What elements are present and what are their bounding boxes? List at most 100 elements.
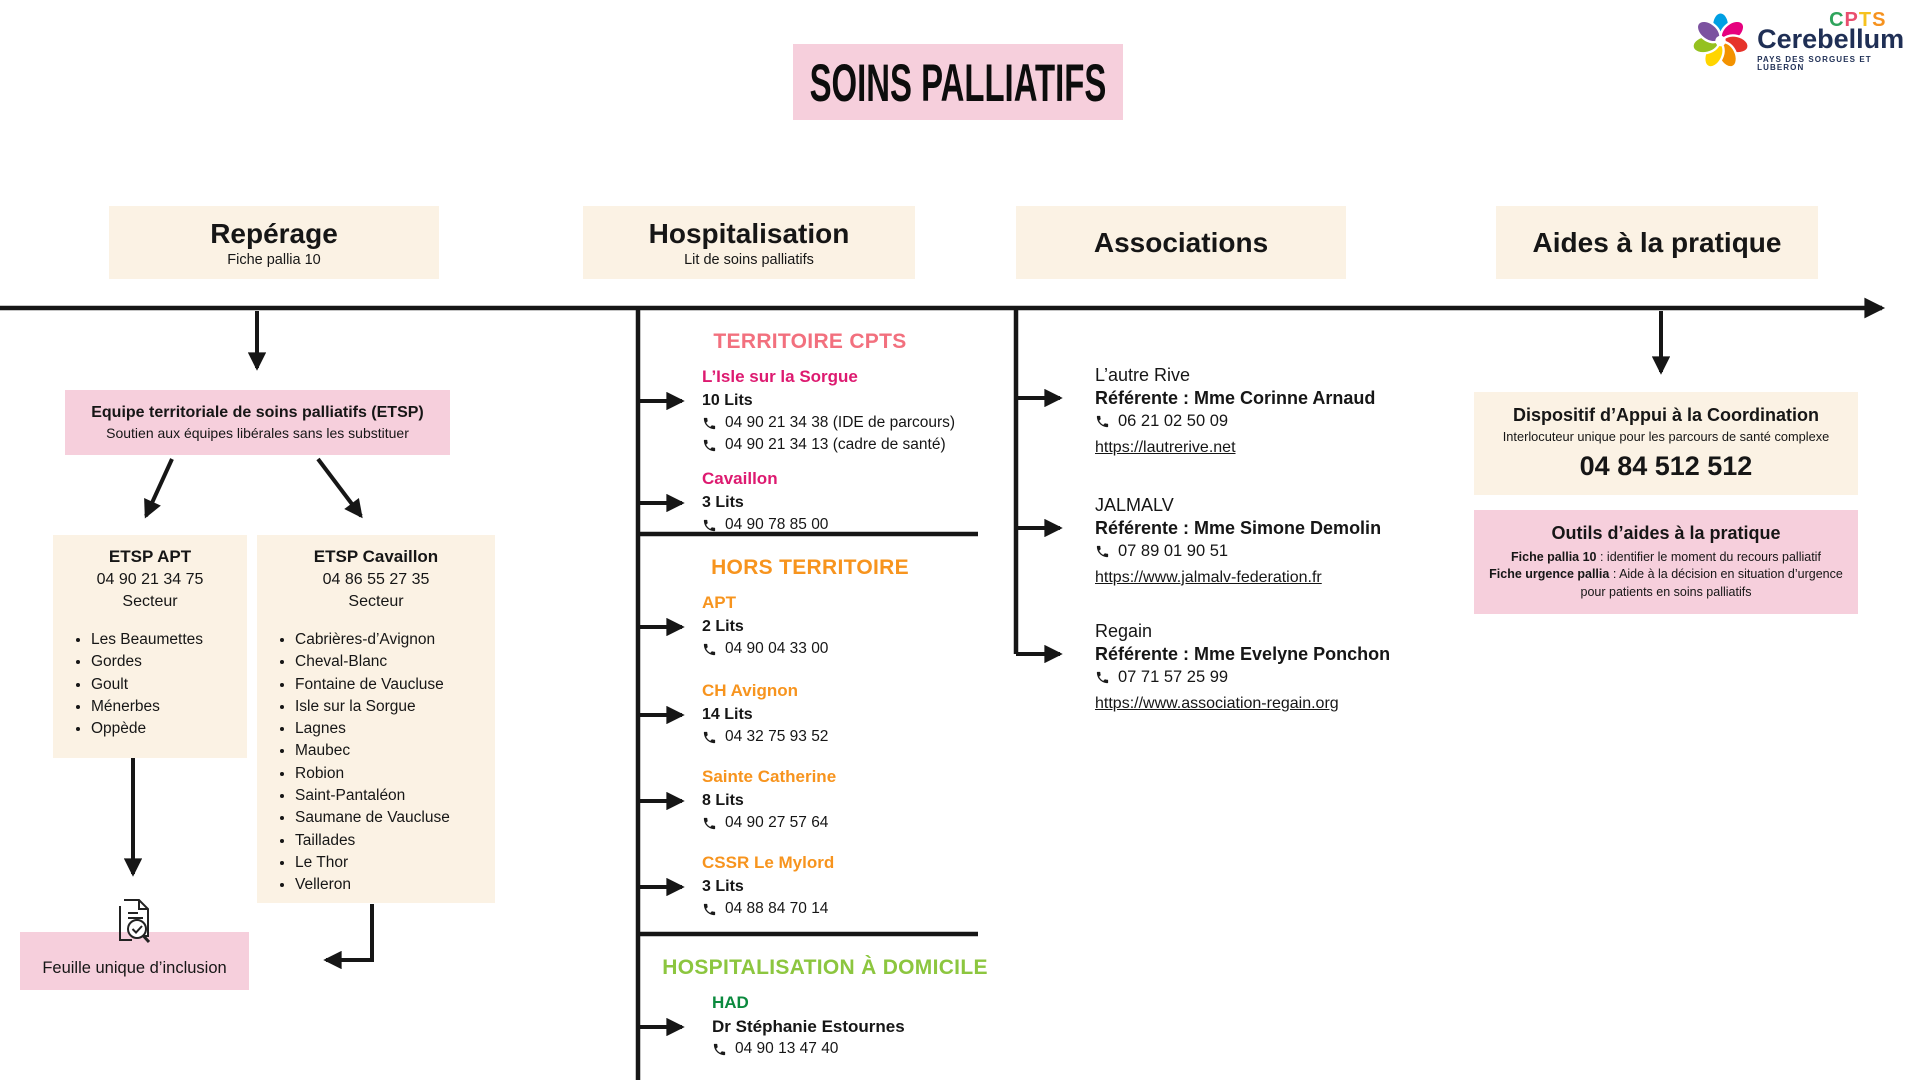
sector-item: Robion	[295, 763, 487, 785]
phone-number: 04 88 84 70 14	[725, 900, 829, 917]
association-link[interactable]: https://lautrerive.net	[1095, 439, 1236, 456]
hospital-beds: 8 Lits	[702, 792, 744, 809]
etsp-cavaillon-title: ETSP Cavaillon	[313, 547, 439, 566]
phone-row: 04 90 21 34 13 (cadre de santé)	[702, 434, 1032, 456]
sector-item: Saint-Pantaléon	[295, 785, 487, 807]
etsp-apt-title: ETSP APT	[108, 547, 192, 566]
had-doctor: Dr Stéphanie Estournes	[712, 1017, 905, 1036]
association-jalmalv: JALMALV Référente : Mme Simone Demolin 0…	[1095, 494, 1435, 589]
had-block: HAD Dr Stéphanie Estournes 04 90 13 47 4…	[712, 992, 1042, 1060]
phone-row: 04 88 84 70 14	[702, 898, 1032, 920]
phone-row: 04 32 75 93 52	[702, 726, 1032, 748]
etsp-cavaillon-box: ETSP Cavaillon 04 86 55 27 35 Secteur Ca…	[257, 535, 495, 903]
association-link[interactable]: https://www.association-regain.org	[1095, 695, 1339, 712]
hospital-name: APT	[702, 593, 736, 612]
etsp-title: Equipe territoriale de soins palliatifs …	[91, 404, 424, 421]
had-label: HAD	[712, 993, 749, 1012]
phone-number: 06 21 02 50 09	[1118, 412, 1229, 430]
phone-number: 04 90 21 34 38 (IDE de parcours)	[725, 414, 956, 431]
phone-icon	[703, 731, 716, 743]
hospital-beds: 14 Lits	[702, 706, 753, 723]
association-referent: Référente : Mme Evelyne Ponchon	[1095, 644, 1391, 664]
sector-item: Oppède	[91, 718, 239, 740]
outils-title: Outils d’aides à la pratique	[1551, 522, 1781, 543]
section-hors-territoire: HORS TERRITOIRE	[711, 556, 909, 579]
association-referent: Référente : Mme Simone Demolin	[1095, 518, 1382, 538]
phone-icon	[703, 439, 716, 451]
phone-icon	[703, 817, 716, 829]
sector-item: Maubec	[295, 740, 487, 762]
association-link[interactable]: https://www.jalmalv-federation.fr	[1095, 569, 1322, 586]
hospital-ch-avignon: CH Avignon 14 Lits 04 32 75 93 52	[702, 680, 1032, 748]
phone-number: 04 90 78 85 00	[725, 516, 829, 533]
section-hospitalisation-domicile: HOSPITALISATION À DOMICILE	[662, 956, 988, 979]
dac-phone: 04 84 512 512	[1579, 451, 1753, 481]
phone-number: 04 90 04 33 00	[725, 640, 829, 657]
feuille-unique-label: Feuille unique d’inclusion	[42, 958, 227, 977]
phone-icon	[703, 417, 716, 429]
sector-item: Ménerbes	[91, 696, 239, 718]
sector-item: Isle sur la Sorgue	[295, 696, 487, 718]
hospital-cssr-le-mylord: CSSR Le Mylord 3 Lits 04 88 84 70 14	[702, 852, 1032, 920]
logo-tagline: PAYS DES SORGUES ET LUBERON	[1757, 55, 1872, 72]
phone-icon	[1096, 415, 1109, 428]
hospital-beds: 3 Lits	[702, 878, 744, 895]
dac-box: Dispositif d’Appui à la Coordination Int…	[1474, 392, 1858, 495]
header-associations: Associations	[1016, 206, 1346, 279]
phone-number: 04 90 27 57 64	[725, 814, 829, 831]
etsp-apt-sector-list: Les Beaumettes Gordes Goult Ménerbes Opp…	[61, 629, 239, 740]
header-hospitalisation-title: Hospitalisation	[648, 217, 850, 249]
sector-item: Saumane de Vaucluse	[295, 807, 487, 829]
phone-row: 07 71 57 25 99	[1095, 666, 1435, 689]
hospital-apt: APT 2 Lits 04 90 04 33 00	[702, 592, 1032, 660]
phone-row: 04 90 27 57 64	[702, 812, 1032, 834]
dac-title: Dispositif d’Appui à la Coordination	[1513, 405, 1819, 425]
sector-item: Lagnes	[295, 718, 487, 740]
outils-fiche-pallia: Fiche pallia 10 : identifier le moment d…	[1511, 549, 1821, 564]
sector-item: Le Thor	[295, 852, 487, 874]
phone-icon	[703, 519, 716, 531]
etsp-subtitle: Soutien aux équipes libérales sans les s…	[106, 425, 409, 441]
hospital-name: Sainte Catherine	[702, 767, 837, 786]
hospital-beds: 10 Lits	[702, 392, 753, 409]
section-territoire-cpts: TERRITOIRE CPTS	[713, 330, 907, 353]
sector-item: Fontaine de Vaucluse	[295, 674, 487, 696]
association-name: Regain	[1095, 621, 1153, 641]
sector-item: Cabrières-d’Avignon	[295, 629, 487, 651]
phone-icon	[703, 903, 716, 915]
phone-row: 04 90 78 85 00	[702, 514, 1032, 536]
header-aides-title: Aides à la pratique	[1532, 226, 1782, 258]
feuille-unique-box: Feuille unique d’inclusion	[20, 932, 249, 990]
etsp-box: Equipe territoriale de soins palliatifs …	[65, 390, 450, 455]
cpts-cerebellum-logo: CPTS Cerebellum PAYS DES SORGUES ET LUBE…	[1690, 10, 1920, 72]
header-aides: Aides à la pratique	[1496, 206, 1818, 279]
logo-cpts: CPTS	[1829, 9, 1887, 31]
etsp-apt-sector-label: Secteur	[122, 593, 178, 610]
hospital-beds: 3 Lits	[702, 494, 744, 511]
phone-number: 04 90 13 47 40	[735, 1040, 839, 1057]
etsp-cavaillon-phone: 04 86 55 27 35	[322, 571, 430, 588]
association-regain: Regain Référente : Mme Evelyne Ponchon 0…	[1095, 620, 1435, 715]
header-hospitalisation-subtitle: Lit de soins palliatifs	[684, 251, 814, 268]
phone-number: 04 32 75 93 52	[725, 728, 829, 745]
header-reperage: Repérage Fiche pallia 10	[109, 206, 439, 279]
hospital-name: CH Avignon	[702, 681, 799, 700]
phone-row: 04 90 13 47 40	[712, 1038, 1042, 1060]
hospital-cavaillon: Cavaillon 3 Lits 04 90 78 85 00	[702, 468, 1032, 536]
phone-row: 04 90 21 34 38 (IDE de parcours)	[702, 412, 1032, 434]
phone-icon	[1096, 671, 1109, 684]
association-name: JALMALV	[1095, 495, 1174, 515]
etsp-apt-phone: 04 90 21 34 75	[96, 571, 204, 588]
outils-box: Outils d’aides à la pratique Fiche palli…	[1474, 510, 1858, 614]
hospital-name: CSSR Le Mylord	[702, 853, 835, 872]
phone-number: 04 90 21 34 13 (cadre de santé)	[725, 436, 946, 453]
phone-row: 06 21 02 50 09	[1095, 410, 1435, 433]
page-title-box: SOINS PALLIATIFS	[793, 44, 1123, 120]
hospital-name: L’Isle sur la Sorgue	[702, 367, 858, 386]
outils-fiche-urgence: Fiche urgence pallia : Aide à la décisio…	[1489, 567, 1843, 599]
sector-item: Les Beaumettes	[91, 629, 239, 651]
page-title: SOINS PALLIATIFS	[809, 52, 1107, 112]
phone-row: 07 89 01 90 51	[1095, 540, 1435, 563]
